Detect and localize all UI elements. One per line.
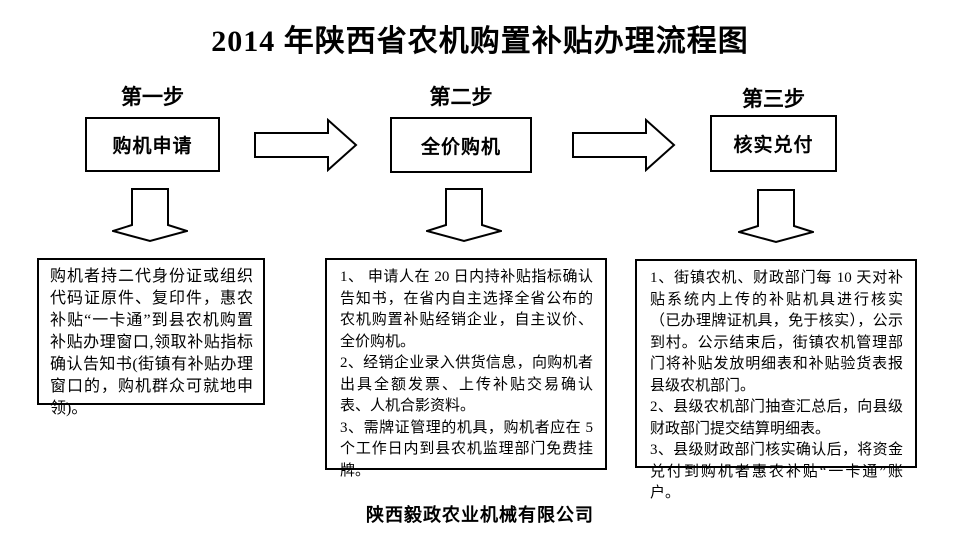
detail-box-step-3: 1、街镇农机、财政部门每 10 天对补贴系统内上传的补贴机具进行核实（已办理牌证…	[635, 259, 917, 501]
step-1-label: 第一步	[121, 85, 184, 109]
detail-text: 购机者持二代身份证或组织代码证原件、复印件，惠农补贴“一卡通”到县农机购置补贴办…	[50, 268, 253, 417]
flow-box-verify-payment: 核实兑付	[710, 115, 837, 172]
flow-box-purchase-application: 购机申请	[85, 117, 220, 172]
detail-text: 3、需牌证管理的机具，购机者应在 5 个工作日内到县农机监理部门免费挂牌。	[340, 419, 593, 479]
detail-text: 1、 申请人在 20 日内持补贴指标确认告知书，在省内自主选择全省公布的农机购置…	[340, 269, 593, 350]
detail-box-step-2: 1、 申请人在 20 日内持补贴指标确认告知书，在省内自主选择全省公布的农机购置…	[325, 258, 607, 479]
company-name: 陕西毅政农业机械有限公司	[366, 505, 594, 525]
flow-box-label: 核实兑付	[733, 135, 814, 156]
detail-box-step-1: 购机者持二代身份证或组织代码证原件、复印件，惠农补贴“一卡通”到县农机购置补贴办…	[37, 258, 265, 417]
flow-box-full-price-purchase: 全价购机	[390, 117, 532, 173]
arrow-right-icon	[572, 118, 676, 172]
step-3-label: 第三步	[742, 87, 805, 111]
arrow-right-icon	[254, 118, 358, 172]
flow-box-label: 购机申请	[112, 136, 193, 157]
flow-box-label: 全价购机	[420, 136, 501, 158]
detail-text: 3、县级财政部门核实确认后，将资金兑付到购机者惠农补贴“一卡通”账户。	[650, 442, 903, 501]
arrow-down-icon	[426, 188, 502, 243]
detail-text: 2、县级农机部门抽查汇总后，向县级财政部门提交结算明细表。	[650, 399, 903, 437]
detail-text: 2、经销企业录入供货信息，向购机者出具全额发票、上传补贴交易确认表、人机合影资料…	[340, 355, 593, 414]
step-2-label: 第二步	[429, 85, 493, 109]
detail-text: 1、街镇农机、财政部门每 10 天对补贴系统内上传的补贴机具进行核实（已办理牌证…	[650, 270, 903, 394]
page-title: 2014 年陕西省农机购置补贴办理流程图	[211, 25, 749, 58]
arrow-down-icon	[738, 189, 814, 244]
arrow-down-icon	[112, 188, 188, 243]
